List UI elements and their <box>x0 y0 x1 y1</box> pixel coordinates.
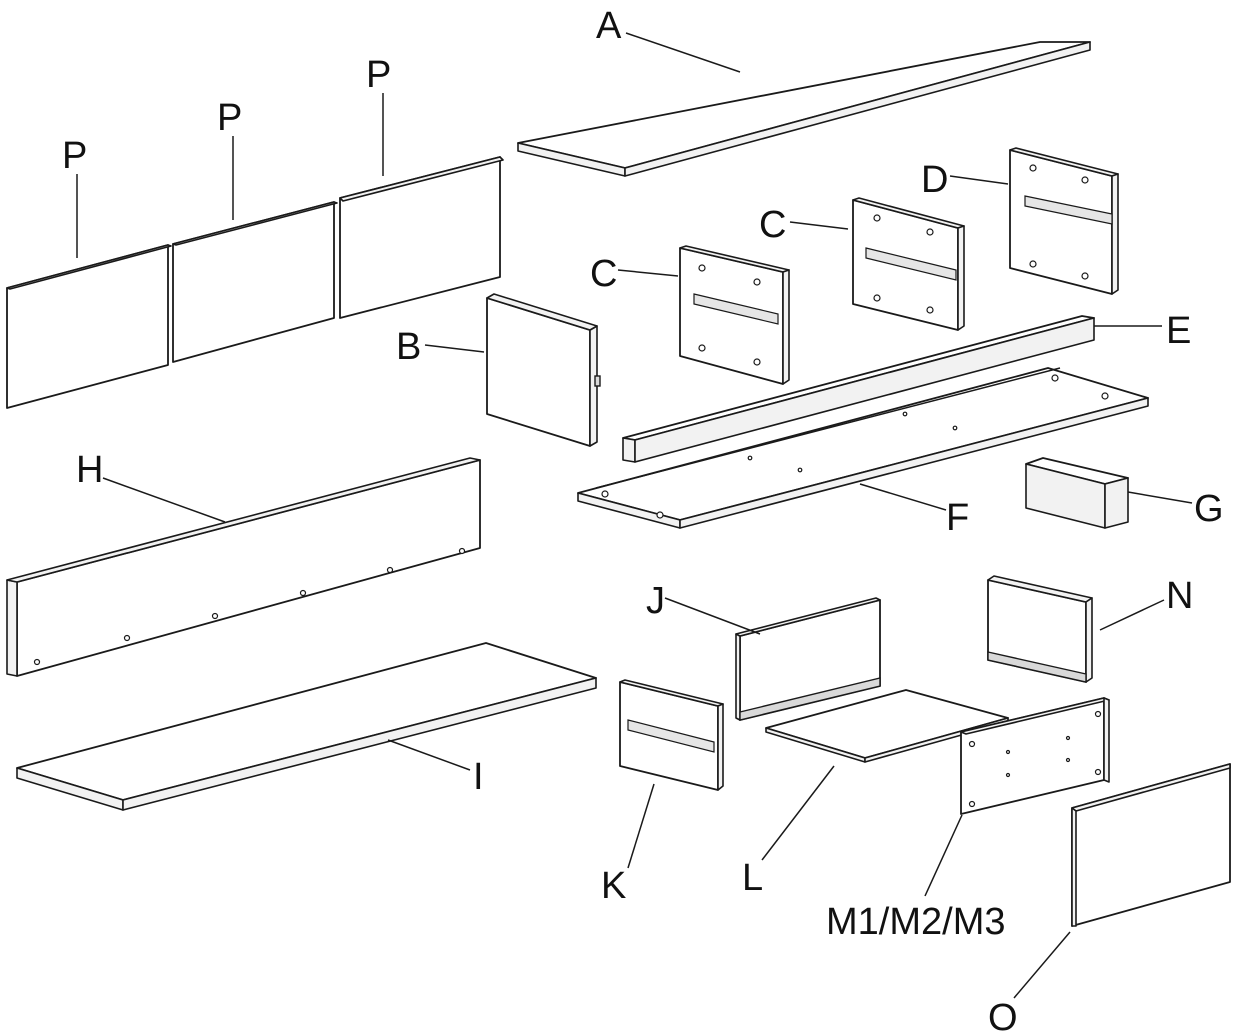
leader-i <box>387 739 471 771</box>
label-n: N <box>1166 575 1193 617</box>
leader-l <box>761 765 835 861</box>
leader-f <box>859 483 947 511</box>
label-d: D <box>921 159 948 201</box>
leader-g <box>1127 491 1193 504</box>
part-m <box>960 697 1110 815</box>
part-f <box>577 367 1149 529</box>
label-o: O <box>988 997 1018 1035</box>
leader-a <box>625 32 741 73</box>
part-h <box>6 457 481 677</box>
part-p2 <box>172 201 338 363</box>
label-j: J <box>646 580 665 622</box>
label-p1: P <box>62 135 87 177</box>
part-p1 <box>6 244 172 409</box>
label-a: A <box>596 5 622 47</box>
leader-n <box>1099 599 1165 631</box>
part-b <box>486 293 601 447</box>
part-c2 <box>852 197 965 331</box>
label-f: F <box>946 497 969 539</box>
part-p3 <box>339 156 504 319</box>
label-k: K <box>601 865 626 907</box>
part-labels: A P P P B C C D E F G H I J K L M1/M2/M3… <box>62 5 1224 1035</box>
label-c2: C <box>759 204 786 246</box>
leader-d <box>949 175 1009 185</box>
part-c1 <box>679 245 790 385</box>
part-i <box>16 642 597 811</box>
label-g: G <box>1194 488 1224 530</box>
leader-o <box>1013 931 1071 999</box>
label-m: M1/M2/M3 <box>826 901 1005 943</box>
label-c1: C <box>590 253 617 295</box>
label-b: B <box>396 326 421 368</box>
part-e <box>622 315 1095 463</box>
leader-lines <box>76 32 1193 999</box>
label-p2: P <box>217 97 242 139</box>
label-e: E <box>1166 310 1191 352</box>
label-i: I <box>473 756 484 798</box>
part-a <box>517 41 1091 177</box>
leader-b <box>424 344 485 353</box>
leader-k <box>627 783 655 869</box>
leader-m <box>924 814 963 897</box>
part-g <box>1025 457 1129 529</box>
label-l: L <box>742 857 763 899</box>
leader-j <box>664 597 761 635</box>
leader-c1 <box>617 269 679 277</box>
part-d <box>1009 147 1119 295</box>
part-j <box>735 597 881 721</box>
label-h: H <box>76 449 103 491</box>
part-o <box>1071 763 1231 927</box>
part-n <box>987 575 1093 683</box>
leader-c2 <box>789 221 849 230</box>
leader-h <box>102 477 226 523</box>
label-p3: P <box>366 54 391 96</box>
part-k <box>619 679 724 791</box>
